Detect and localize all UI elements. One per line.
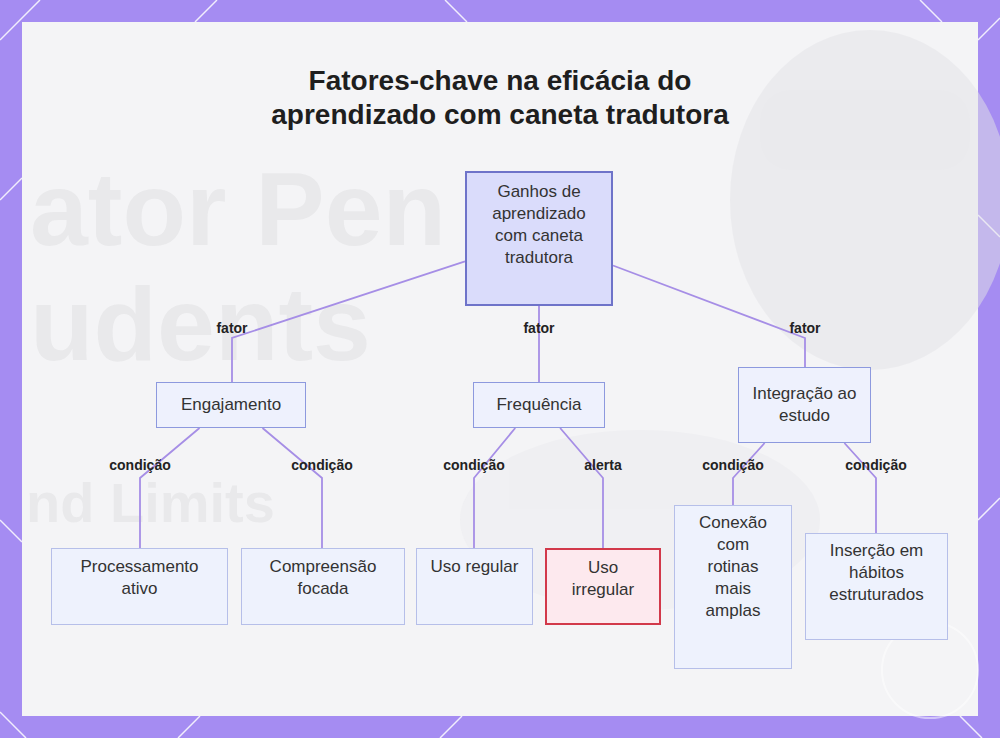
connector	[613, 266, 805, 368]
edge-label: alerta	[582, 457, 623, 473]
watermark-text: ator Pen	[30, 150, 446, 269]
edge-label: fator	[214, 320, 249, 336]
factor-box: Frequência	[473, 382, 605, 428]
connector	[844, 443, 876, 533]
connector	[232, 261, 465, 382]
node-text: Uso irregular	[557, 557, 649, 601]
faded-photo	[460, 30, 1000, 718]
condition-box: Conexão com rotinas mais amplas	[674, 505, 792, 669]
connector	[140, 428, 200, 548]
condition-box: Uso regular	[416, 548, 533, 625]
panel	[22, 22, 978, 716]
node-text: Integração ao estudo	[747, 383, 862, 427]
edge-label: condição	[289, 457, 354, 473]
diagram-title: Fatores-chave na eficácia do aprendizado…	[230, 64, 770, 132]
node-text: Uso regular	[431, 556, 519, 578]
connector	[474, 428, 515, 548]
condition-box: Compreensão focada	[241, 548, 405, 625]
factor-box: Engajamento	[156, 382, 306, 428]
edge-label: fator	[521, 320, 556, 336]
watermark-text: udents	[30, 265, 371, 384]
edge-label: fator	[787, 320, 822, 336]
alert-box: Uso irregular	[545, 548, 661, 625]
edge-label: condição	[441, 457, 506, 473]
node-text: Conexão com rotinas mais amplas	[693, 512, 773, 622]
factor-box: Integração ao estudo	[738, 367, 871, 443]
watermark-text: nd Limits	[26, 470, 275, 535]
connector	[733, 443, 765, 505]
edge-label: condição	[843, 457, 908, 473]
condition-box: Processamento ativo	[51, 548, 228, 625]
node-text: Inserção em hábitos estruturados	[816, 540, 937, 606]
root-box: Ganhos de aprendizado com caneta traduto…	[465, 171, 613, 306]
connector	[560, 428, 603, 548]
connector	[538, 306, 540, 382]
node-text: Processamento ativo	[62, 556, 217, 600]
node-text: Compreensão focada	[252, 556, 394, 600]
edge-label: condição	[700, 457, 765, 473]
edge-label: condição	[107, 457, 172, 473]
node-text: Engajamento	[181, 394, 281, 416]
connector	[263, 428, 323, 548]
node-text: Ganhos de aprendizado com caneta traduto…	[477, 181, 601, 269]
node-text: Frequência	[496, 394, 581, 416]
condition-box: Inserção em hábitos estruturados	[805, 533, 948, 640]
